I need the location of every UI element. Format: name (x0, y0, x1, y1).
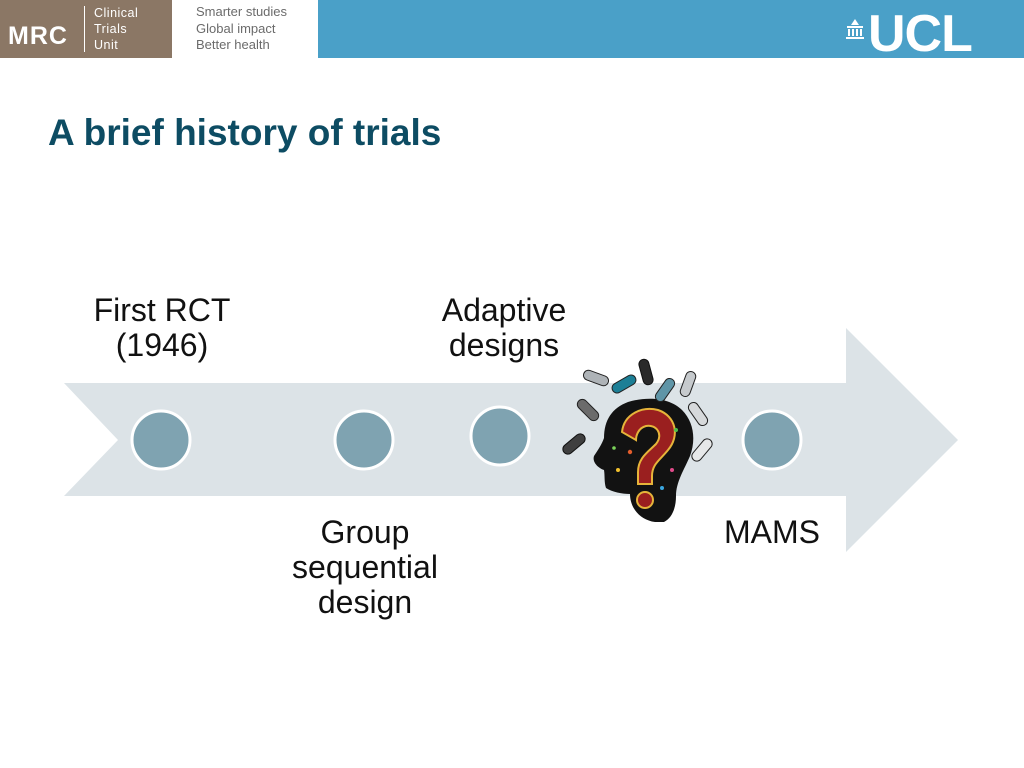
milestone-label-group-sequential: Group sequential design (269, 515, 461, 620)
milestone-label-line: Group (320, 514, 410, 550)
mrc-unit-line: Clinical (94, 6, 139, 20)
mrc-logo-divider (84, 6, 85, 52)
milestone-label-mams: MAMS (676, 515, 868, 550)
tagline: Smarter studies Global impact Better hea… (196, 4, 287, 54)
timeline-node (741, 409, 803, 471)
milestone-label-first-rct: First RCT (1946) (66, 293, 258, 363)
milestone-label-line: MAMS (724, 514, 820, 550)
mrc-logo-text: MRC (8, 22, 68, 50)
milestone-label-line: design (317, 584, 413, 620)
milestone-label-line: designs (448, 327, 560, 363)
mrc-unit-line: Trials (94, 22, 128, 36)
milestone-label-line: Adaptive (441, 292, 567, 328)
timeline-node (130, 409, 192, 471)
timeline-node (469, 405, 531, 467)
tagline-box: Smarter studies Global impact Better hea… (172, 0, 318, 58)
ucl-portico-icon (846, 19, 864, 39)
milestone-label-adaptive: Adaptive designs (408, 293, 600, 363)
mrc-logo: MRC Clinical Trials Unit (0, 0, 172, 58)
mrc-unit-line: Unit (94, 38, 119, 52)
mrc-unit-name: Clinical Trials Unit (94, 5, 138, 53)
page-title: A brief history of trials (48, 112, 442, 153)
milestone-label-line: (1946) (115, 327, 209, 363)
ucl-logo: UCL (868, 11, 972, 58)
tagline-line: Global impact (196, 20, 276, 36)
milestone-label-line: First RCT (93, 292, 231, 328)
tagline-line: Smarter studies (196, 4, 288, 19)
timeline-node (333, 409, 395, 471)
milestone-label-line: sequential (292, 549, 438, 585)
head-with-question-mark-and-pills-icon (562, 358, 713, 522)
tagline-line: Better health (196, 37, 270, 52)
